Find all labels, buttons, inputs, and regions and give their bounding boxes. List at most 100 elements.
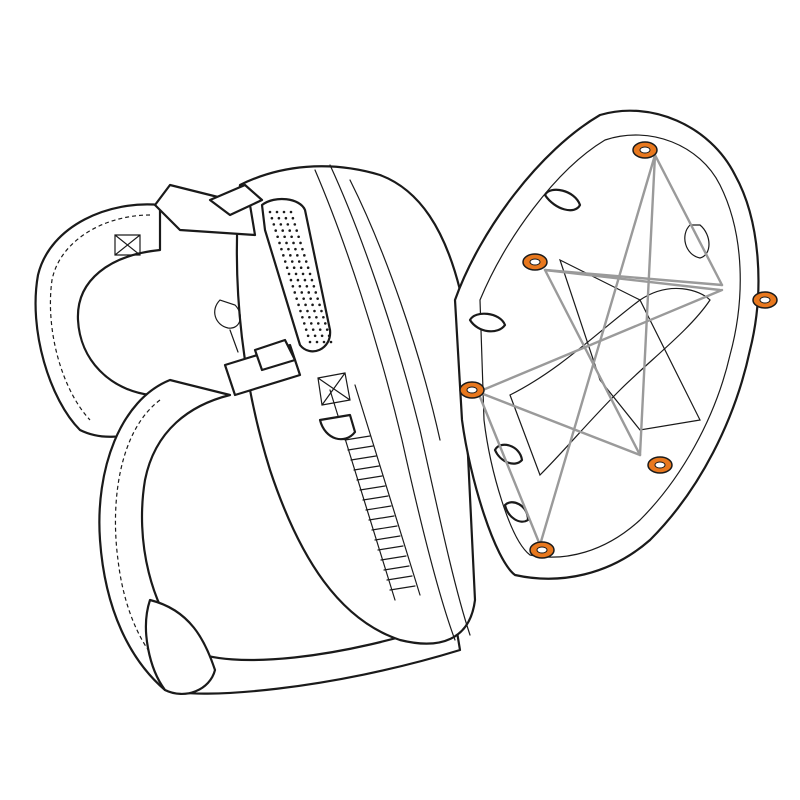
perforation-dot [303,278,307,282]
webbing-rung [377,545,404,551]
perforation-dot [311,303,314,307]
perforation-dot [299,241,302,245]
sternum-buckles [153,183,302,397]
perforation-dot [297,260,301,263]
perforation-dot [282,210,286,214]
webbing-rung [344,435,371,441]
perforation-dot [316,322,320,325]
webbing-rung [359,485,386,491]
perforation-dot [283,235,286,239]
perforation-dot [314,291,318,294]
perforation-dot [280,247,283,251]
anchor-hole [466,386,478,394]
perforation-dot [308,272,312,276]
perforation-dot [316,297,319,300]
perforation-dot [289,278,293,282]
perforation-dot [291,284,295,288]
perforation-dot [301,315,304,319]
perforation-dot [304,303,307,307]
perforation-dot [289,210,293,214]
webbing-rung [353,465,380,471]
perforation-dot [287,272,291,276]
perforation-dot [322,315,325,319]
perforation-dot [283,260,287,263]
perforation-dot [304,328,308,331]
perforation-dot [306,334,310,338]
anchor-hole [529,258,541,266]
webbing-rung [383,565,410,571]
perforation-dot [303,254,306,257]
anchor-hole [536,546,548,554]
perforation-dot [318,328,322,331]
perforation-dot [313,309,316,313]
perforation-dot [288,229,292,232]
perforation-dot [308,315,311,319]
perforation-dot [282,254,285,257]
perforation-dot [277,216,281,220]
perforation-dot [307,291,311,294]
perforation-dot [296,278,300,282]
perforation-dot [289,254,292,257]
perforation-dot [268,210,272,214]
perforation-dot [278,241,281,245]
perforation-dot [311,328,315,331]
perforation-dot [309,322,313,325]
perforation-dot [295,297,298,300]
perforation-dot [293,223,297,226]
perforation-dot [305,284,309,288]
perforation-dot [287,247,290,251]
hip-belt [98,378,462,695]
perforation-dot [281,229,285,232]
perforation-dot [292,266,296,270]
backpack-body [235,164,477,645]
webbing-rung [368,515,395,521]
webbing-rung [347,445,374,451]
perforation-dot [270,216,274,220]
perforation-dot [290,260,294,263]
webbing-rung [371,525,398,531]
perforation-dot [325,328,329,331]
perforation-dot [329,340,333,344]
perforation-dot [298,284,302,288]
perforation-dot [272,223,276,226]
shoulder-strap-left [34,203,162,438]
perforation-dot [306,266,310,270]
perforation-dot [327,334,331,338]
perforation-dot [290,235,293,239]
webbing-rung [389,585,416,591]
cord-anchors [459,141,778,559]
webbing-rung [365,505,392,511]
webbing-rung [350,455,377,461]
webbing-rung [374,535,401,541]
perforation-dot [299,309,302,313]
perforation-dot [322,340,326,344]
perforation-dot [297,303,300,307]
perforation-dot [297,235,300,239]
anchor-hole [759,296,771,304]
perforation-dot [284,216,288,220]
perforation-dot [302,297,305,300]
anchor-hole [639,146,651,154]
perforation-dot [296,254,299,257]
webbing-rung [356,475,383,481]
perforation-dot [323,322,327,325]
perforation-dot [285,266,289,270]
perforation-dot [291,216,295,220]
perforation-dot [300,291,304,294]
perforation-dot [320,334,324,338]
perforation-dot [294,272,298,276]
perforation-dot [309,297,312,300]
lid-panel [453,109,760,580]
perforation-dot [310,278,314,282]
perforation-dot [302,322,306,325]
perforation-dot [301,247,304,251]
perforation-dot [274,229,278,232]
panel-perforations [268,210,333,344]
perforation-dot [292,241,295,245]
perforation-dot [276,235,279,239]
perforation-dot [295,229,299,232]
perforation-dot [306,309,309,313]
perforation-dot [286,223,290,226]
perforation-dot [275,210,279,214]
